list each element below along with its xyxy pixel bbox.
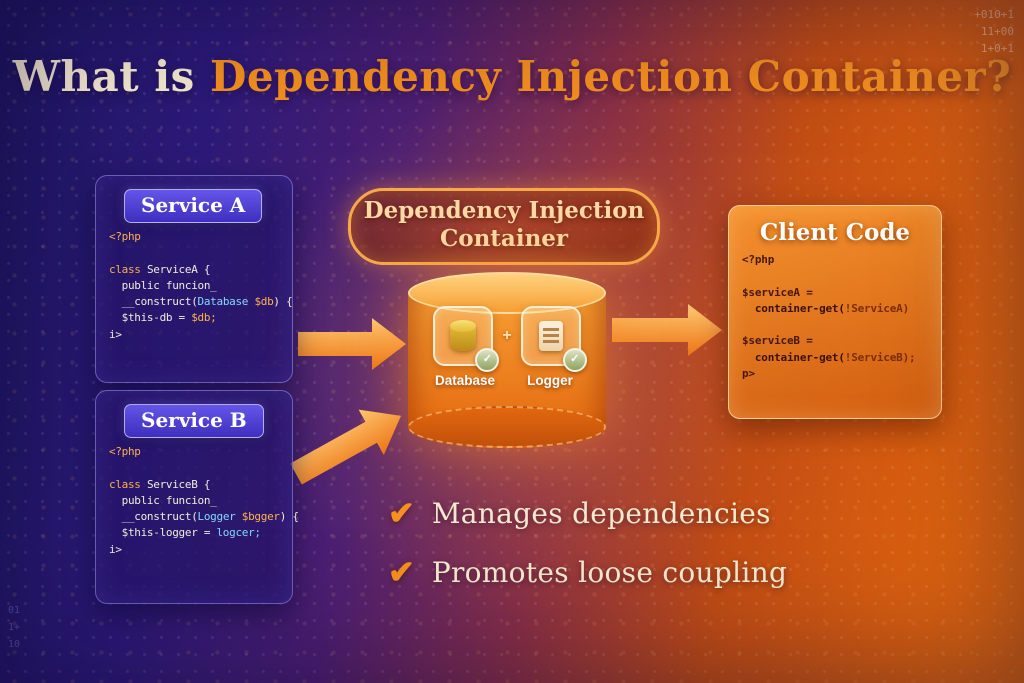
- arrow-service-a-to-container: [298, 318, 406, 370]
- container-cylinder: ✓ + ✓ Database Logger: [408, 272, 606, 448]
- check-glyph: ✓: [570, 353, 580, 365]
- container-label-line2: Container: [439, 225, 569, 253]
- benefits-list: ✔ Manages dependencies ✔ Promotes loose …: [388, 494, 787, 612]
- container-label: Dependency Injection Container: [348, 188, 660, 266]
- logger-tile: ✓: [520, 306, 587, 372]
- database-icon: [450, 320, 477, 351]
- container-items: ✓ + ✓: [408, 306, 606, 372]
- check-badge: ✓: [562, 348, 587, 372]
- container-item-labels: Database Logger: [408, 373, 606, 388]
- benefit-text: Manages dependencies: [431, 496, 771, 530]
- container-label-line1: Dependency Injection: [363, 197, 645, 224]
- benefit-item: ✔ Promotes loose coupling: [388, 553, 787, 591]
- client-code-title: Client Code: [759, 219, 911, 246]
- plus-icon: +: [502, 327, 512, 344]
- check-icon: ✔: [388, 495, 415, 531]
- database-tile: ✓: [433, 306, 500, 372]
- logger-label: Logger: [527, 373, 573, 388]
- benefit-text: Promotes loose coupling: [431, 555, 788, 589]
- benefit-item: ✔ Manages dependencies: [388, 494, 787, 532]
- client-code-panel: Client Code <?php$serviceA = container-g…: [728, 205, 942, 419]
- arrow-container-to-client: [612, 304, 722, 356]
- database-label: Database: [434, 373, 496, 388]
- binary-decor: +010+1 11+00 1+0+1: [974, 8, 1014, 56]
- page-title: What is Dependency Injection Container?: [0, 52, 1024, 101]
- title-prefix: What is: [12, 52, 210, 101]
- binary-decor-left: 01 1+ 10: [8, 605, 21, 650]
- service-b-label: Service B: [124, 404, 264, 438]
- arrow-service-b-to-container: [290, 409, 401, 485]
- service-a-label: Service A: [124, 189, 263, 223]
- title-highlight: Dependency Injection Container?: [209, 52, 1012, 101]
- client-code: <?php$serviceA = container-get(!ServiceA…: [742, 253, 916, 380]
- check-badge: ✓: [475, 348, 500, 372]
- check-glyph: ✓: [482, 353, 492, 365]
- check-icon: ✔: [388, 554, 415, 590]
- cylinder-bottom: [408, 406, 606, 448]
- logger-icon: [538, 321, 563, 351]
